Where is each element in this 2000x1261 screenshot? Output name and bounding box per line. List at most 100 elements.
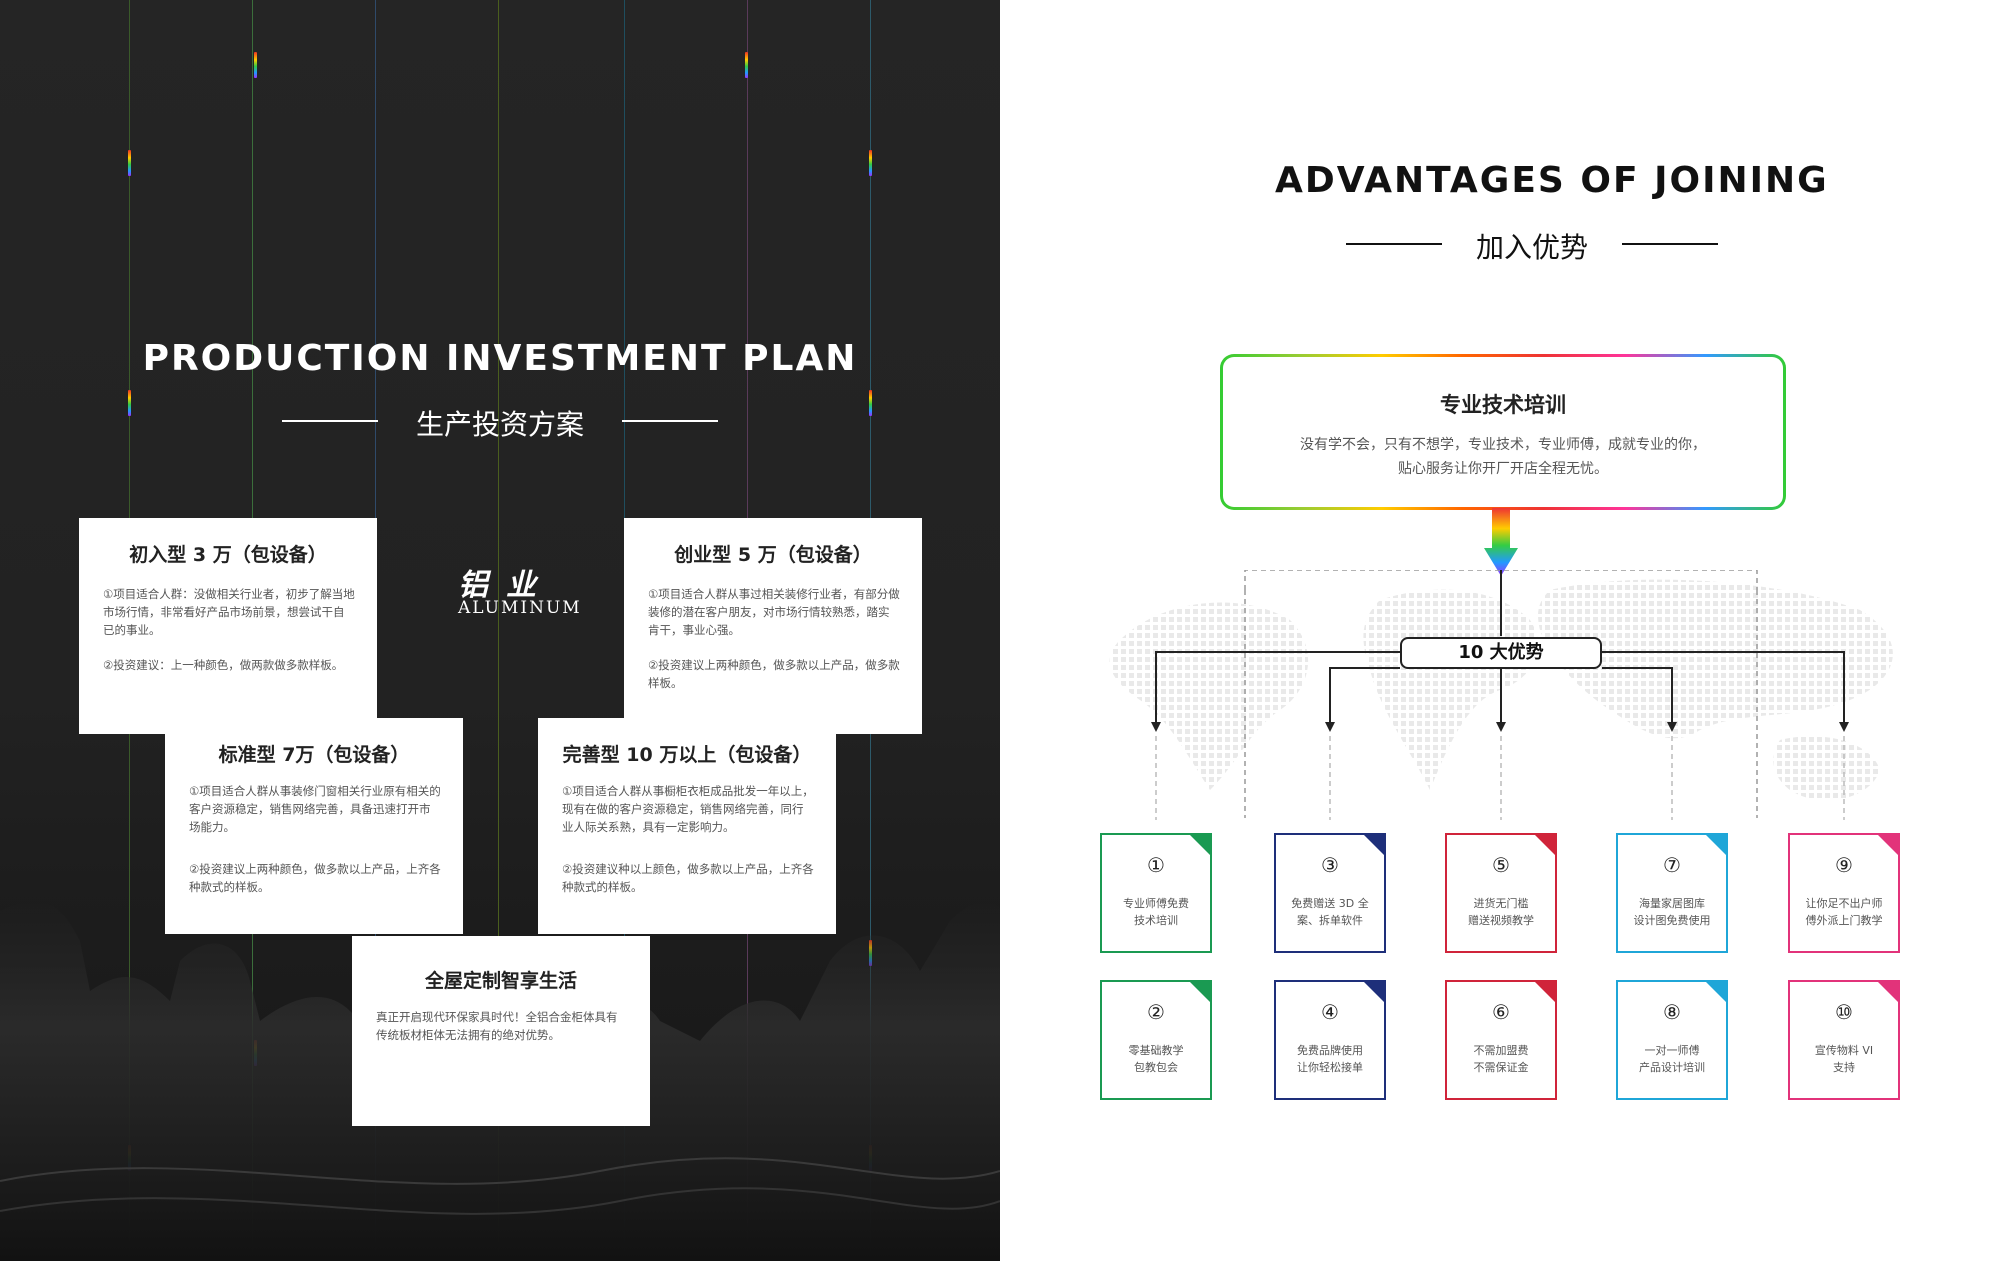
advantage-text: 海量家居图库设计图免费使用	[1624, 895, 1720, 929]
advantage-line: 专业师傅免费	[1123, 897, 1189, 910]
plan-card-text: ②投资建议种以上颜色，做多款以上产品，上齐各种款式的样板。	[562, 862, 814, 894]
advantage-line: 产品设计培训	[1639, 1061, 1705, 1074]
investment-plan-panel: PRODUCTION INVESTMENT PLAN 生产投资方案 铝业 ALU…	[0, 0, 1000, 1261]
advantage-text: 免费品牌使用让你轻松接单	[1282, 1042, 1378, 1076]
advantage-number: ①	[1147, 853, 1165, 877]
plan-card-whole-house: 全屋定制智享生活 真正开启现代环保家具时代！全铝合金柜体具有传统板材柜体无法拥有…	[352, 936, 650, 1126]
decor-spark	[254, 52, 257, 78]
plan-card-text: ①项目适合人群：没做相关行业者，初步了解当地市场行情，非常看好产品市场前景，想尝…	[103, 587, 355, 637]
advantage-number: ⑥	[1492, 1000, 1510, 1024]
plan-card-text: 真正开启现代环保家具时代！全铝合金柜体具有传统板材柜体无法拥有的绝对优势。	[376, 1010, 618, 1042]
plan-card-standard: 标准型 7万（包设备） ①项目适合人群从事装修门窗相关行业原有相关的客户资源稳定…	[165, 718, 463, 934]
decor-spark	[128, 150, 131, 176]
advantage-text: 一对一师傅产品设计培训	[1624, 1042, 1720, 1076]
advantage-text: 进货无门槛赠送视频教学	[1453, 895, 1549, 929]
advantage-line: 案、拆单软件	[1297, 914, 1363, 927]
corner-fold-icon	[1188, 833, 1212, 857]
advantage-line: 赠送视频教学	[1468, 914, 1534, 927]
advantage-line: 设计图免费使用	[1633, 914, 1711, 927]
advantage-line: 宣传物料 VI	[1814, 1044, 1874, 1057]
advantage-card: ⑥ 不需加盟费不需保证金	[1445, 980, 1557, 1100]
advantage-line: 包教包会	[1134, 1061, 1178, 1074]
advantage-text: 免费赠送 3D 全案、拆单软件	[1282, 895, 1378, 929]
section-title-en: ADVANTAGES OF JOINING	[1275, 160, 1829, 201]
advantage-text: 让你足不出户师傅外派上门教学	[1796, 895, 1892, 929]
advantage-text: 专业师傅免费技术培训	[1108, 895, 1204, 929]
advantage-number: ②	[1147, 1000, 1165, 1024]
connector-lines	[1151, 570, 1849, 820]
advantage-number: ⑤	[1492, 853, 1510, 877]
plan-card-entrepreneur: 创业型 5 万（包设备） ①项目适合人群从事过相关装修行业者，有部分做装修的潜在…	[624, 518, 922, 734]
advantage-line: 免费赠送 3D 全	[1291, 897, 1369, 910]
advantage-line: 海量家居图库	[1639, 897, 1705, 910]
plan-card-starter: 初入型 3 万（包设备） ①项目适合人群：没做相关行业者，初步了解当地市场行情，…	[79, 518, 377, 734]
advantage-text: 宣传物料 VI 支持	[1796, 1042, 1892, 1076]
corner-fold-icon	[1362, 980, 1386, 1004]
advantages-panel: ADVANTAGES OF JOINING 加入优势 专业技术培训 没有学不会，…	[1000, 0, 2000, 1261]
advantage-card: ① 专业师傅免费技术培训	[1100, 833, 1212, 953]
plan-card-text: ②投资建议上两种颜色，做多款以上产品，上齐各种款式的样板。	[189, 862, 441, 894]
advantage-number: ④	[1321, 1000, 1339, 1024]
advantage-line: 不需保证金	[1473, 1061, 1529, 1074]
plan-card-title: 初入型 3 万（包设备）	[129, 544, 327, 566]
feature-box-line: 贴心服务让你开厂开店全程无忧。	[1398, 461, 1608, 477]
decor-spark	[128, 390, 131, 416]
feature-box-line: 没有学不会，只有不想学，专业技术，专业师傅，成就专业的你，	[1300, 437, 1706, 453]
corner-fold-icon	[1704, 833, 1728, 857]
decor-spark	[869, 150, 872, 176]
advantage-line: 让你足不出户师	[1805, 897, 1883, 910]
advantage-line: 不需加盟费	[1473, 1044, 1529, 1057]
advantage-card: ⑩ 宣传物料 VI 支持	[1788, 980, 1900, 1100]
plan-card-text: ①项目适合人群从事橱柜衣柜成品批发一年以上，现有在做的客户资源稳定，销售网络完善…	[562, 784, 814, 834]
section-title-cn: 加入优势	[1475, 231, 1588, 264]
corner-fold-icon	[1533, 833, 1557, 857]
advantage-card: ⑤ 进货无门槛赠送视频教学	[1445, 833, 1557, 953]
advantage-line: 技术培训	[1134, 914, 1178, 927]
plan-card-text: ①项目适合人群从事过相关装修行业者，有部分做装修的潜在客户朋友，对市场行情较熟悉…	[648, 587, 900, 637]
plan-card-complete: 完善型 10 万以上（包设备） ①项目适合人群从事橱柜衣柜成品批发一年以上，现有…	[538, 718, 836, 934]
plan-card-title: 创业型 5 万（包设备）	[674, 544, 872, 566]
advantage-line: 零基础教学	[1128, 1044, 1184, 1057]
decor-spark	[745, 52, 748, 78]
advantage-text: 零基础教学包教包会	[1108, 1042, 1204, 1076]
advantage-number: ③	[1321, 853, 1339, 877]
advantage-number: ⑦	[1663, 853, 1681, 877]
advantage-number: ⑩	[1835, 1000, 1853, 1024]
decor-line	[498, 0, 499, 1261]
corner-fold-icon	[1876, 833, 1900, 857]
plan-card-text: ②投资建议：上一种颜色，做两款做多款样板。	[103, 658, 344, 672]
decor-spark	[254, 1040, 257, 1066]
decor-spark	[869, 1145, 872, 1171]
advantage-line: 一对一师傅	[1644, 1044, 1700, 1057]
brand-logo-en: ALUMINUM	[458, 598, 582, 618]
corner-fold-icon	[1876, 980, 1900, 1004]
advantage-card: ⑦ 海量家居图库设计图免费使用	[1616, 833, 1728, 953]
decor-spark	[128, 1145, 131, 1171]
section-rule-left	[1346, 243, 1442, 245]
advantage-line: 让你轻松接单	[1297, 1061, 1363, 1074]
advantage-number: ⑧	[1663, 1000, 1681, 1024]
page-title-en: PRODUCTION INVESTMENT PLAN	[142, 338, 858, 379]
plan-card-title: 全屋定制智享生活	[424, 970, 577, 992]
corner-fold-icon	[1362, 833, 1386, 857]
advantage-line: 傅外派上门教学	[1805, 914, 1883, 927]
rainbow-down-arrow-icon	[1484, 508, 1518, 576]
corner-fold-icon	[1704, 980, 1728, 1004]
feature-box-title: 专业技术培训	[1440, 393, 1566, 417]
advantage-line: 进货无门槛	[1473, 897, 1529, 910]
advantage-text: 不需加盟费不需保证金	[1453, 1042, 1549, 1076]
decor-spark	[869, 940, 872, 966]
plan-card-title: 标准型 7万（包设备）	[218, 744, 410, 766]
title-rule-left	[282, 420, 378, 422]
decor-spark	[869, 390, 872, 416]
corner-fold-icon	[1188, 980, 1212, 1004]
advantage-line: 免费品牌使用	[1297, 1044, 1363, 1057]
advantage-line: 支持	[1833, 1061, 1855, 1074]
advantage-card: ⑨ 让你足不出户师傅外派上门教学	[1788, 833, 1900, 953]
plan-card-text: ①项目适合人群从事装修门窗相关行业原有相关的客户资源稳定，销售网络完善，具备迅速…	[189, 784, 441, 834]
title-rule-right	[622, 420, 718, 422]
page-title-cn: 生产投资方案	[415, 408, 584, 441]
brand-logo-cn: 铝业	[458, 568, 554, 603]
advantage-card: ④ 免费品牌使用让你轻松接单	[1274, 980, 1386, 1100]
